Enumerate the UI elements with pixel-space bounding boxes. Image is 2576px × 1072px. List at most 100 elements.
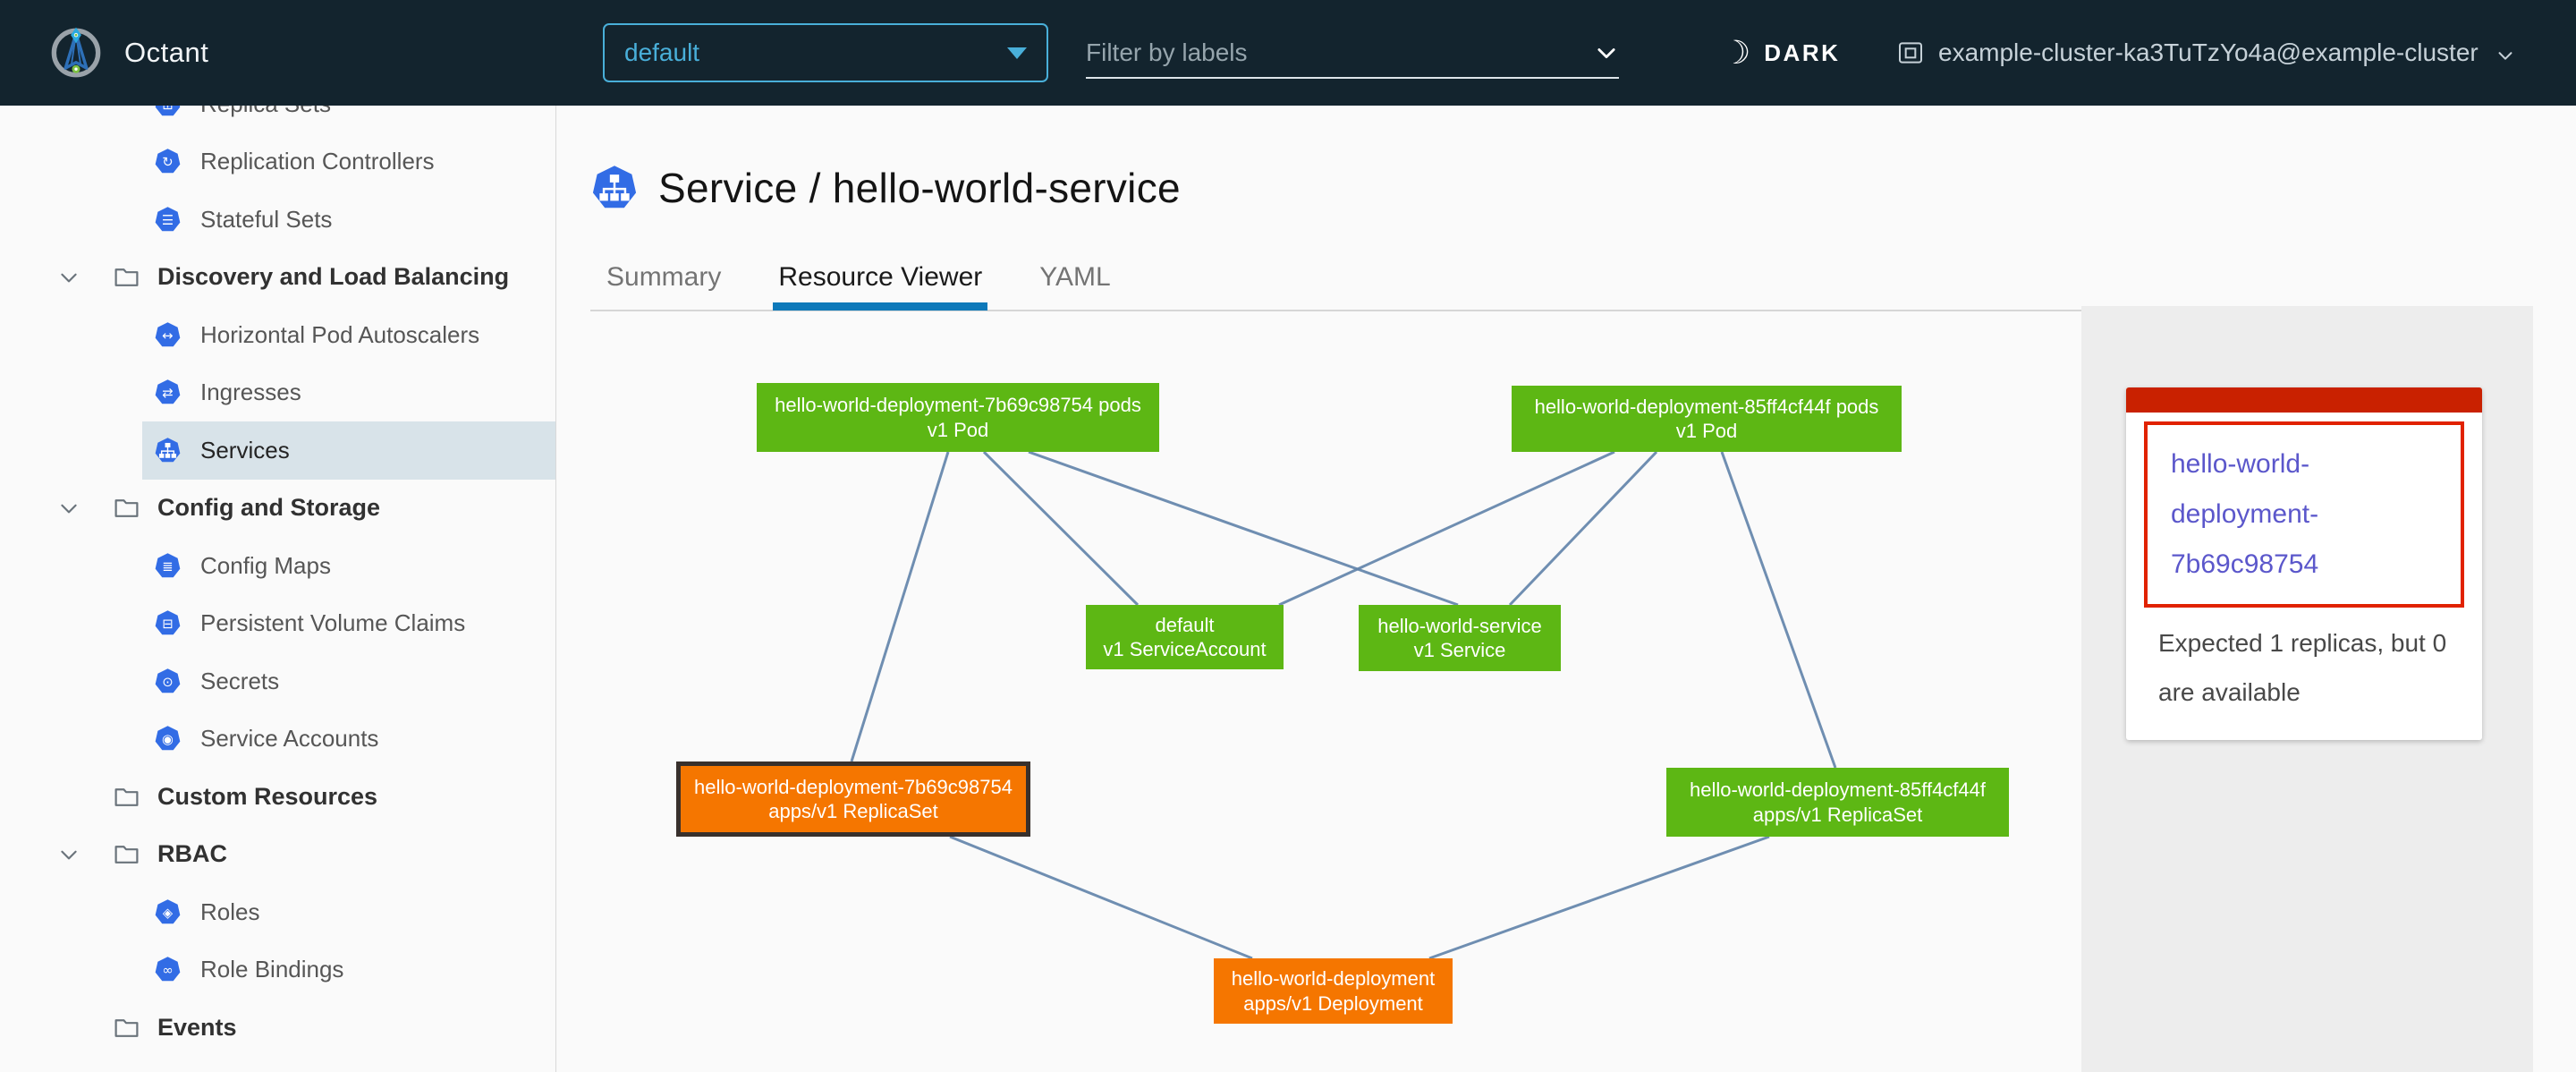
chevron-down-icon	[2496, 43, 2515, 63]
node-kind: apps/v1 ReplicaSet	[1752, 803, 1923, 826]
resource-link-box: hello-world-deployment-7b69c98754	[2144, 421, 2464, 608]
sidebar-label: RBAC	[157, 840, 227, 868]
svg-text:≣: ≣	[162, 558, 173, 574]
chevron-down-icon	[57, 1016, 80, 1039]
node-name: hello-world-deployment-7b69c98754	[694, 775, 1013, 798]
sidebar-label: Ingresses	[200, 379, 301, 406]
sidebar-item-stateful-sets[interactable]: ☰Stateful Sets	[0, 191, 555, 249]
service-icon	[154, 437, 182, 464]
svg-text:☰: ☰	[162, 212, 174, 228]
sidebar-item-roles[interactable]: ◈ Roles	[0, 883, 555, 941]
node-name: default	[1155, 613, 1215, 636]
moon-icon: ☾	[1722, 34, 1751, 71]
node-kind: v1 ServiceAccount	[1103, 638, 1267, 660]
sidebar-label: Role Bindings	[200, 956, 344, 983]
folder-icon	[113, 1014, 140, 1042]
tab-bar: Summary Resource Viewer YAML	[601, 262, 1163, 311]
node-kind: apps/v1 Deployment	[1243, 991, 1423, 1015]
svg-text:∞: ∞	[162, 962, 173, 978]
tab-yaml[interactable]: YAML	[1039, 262, 1111, 292]
cluster-selector[interactable]: example-cluster-ka3TuTzYo4a@example-clus…	[1896, 0, 2515, 106]
page-title-block: Service / hello-world-service	[590, 164, 1181, 212]
node-kind: v1 Pod	[927, 418, 989, 441]
sidebar-item-config-maps[interactable]: ≣ Config Maps	[0, 537, 555, 595]
node-kind: v1 Pod	[1675, 420, 1738, 442]
sidebar-label: Service Accounts	[200, 725, 379, 753]
rolebinding-icon: ∞	[154, 956, 182, 983]
folder-icon	[113, 494, 140, 522]
sidebar-item-services[interactable]: Services	[0, 421, 555, 480]
chevron-down-icon	[57, 785, 80, 808]
folder-icon	[113, 263, 140, 291]
node-name: hello-world-deployment	[1231, 967, 1436, 990]
sidebar-item-horizontal-pod-autoscalers[interactable]: ↔ Horizontal Pod Autoscalers	[0, 306, 555, 364]
serviceaccount-icon: ◉	[154, 725, 182, 753]
sidebar-group-events[interactable]: Events	[0, 999, 555, 1057]
chevron-down-icon[interactable]	[57, 843, 80, 866]
configmap-icon: ≣	[154, 552, 182, 580]
svg-text:↻: ↻	[162, 154, 173, 170]
svg-text:◈: ◈	[163, 905, 174, 921]
folder-icon	[113, 840, 140, 868]
chevron-down-icon[interactable]	[57, 266, 80, 289]
page-title: Service / hello-world-service	[658, 165, 1181, 211]
node-kind: apps/v1 ReplicaSet	[768, 800, 938, 822]
node-name: hello-world-deployment-85ff4cf44f	[1690, 778, 1986, 801]
sidebar-label: Roles	[200, 898, 260, 925]
sidebar-label: Secrets	[200, 667, 280, 694]
sidebar-group-discovery-and-load-balancing[interactable]: Discovery and Load Balancing	[0, 249, 555, 307]
status-card: hello-world-deployment-7b69c98754 Expect…	[2126, 387, 2482, 740]
top-navbar: Octant default Filter by labels ☾ DARK e…	[0, 0, 2576, 106]
sidebar-item-ingresses[interactable]: ⇄ Ingresses	[0, 364, 555, 422]
sidebar-label: Events	[157, 1013, 237, 1041]
node-name: hello-world-service	[1377, 614, 1542, 637]
sidebar-label: Discovery and Load Balancing	[157, 263, 510, 291]
tab-summary[interactable]: Summary	[606, 262, 722, 292]
sidebar-label: Replication Controllers	[200, 148, 435, 175]
hpa-icon: ↔	[154, 321, 182, 349]
theme-toggle-label: DARK	[1764, 38, 1841, 66]
sidebar-item-persistent-volume-claims[interactable]: ⊟Persistent Volume Claims	[0, 595, 555, 653]
statefulset-icon: ☰	[154, 206, 182, 234]
sidebar-label: Config and Storage	[157, 494, 380, 522]
sidebar-group-rbac[interactable]: RBAC	[0, 826, 555, 884]
node-kind: v1 Service	[1413, 639, 1506, 661]
sidebar-label: Config Maps	[200, 551, 331, 579]
status-message: Expected 1 replicas, but 0 are available	[2158, 629, 2447, 706]
sidebar-label: Horizontal Pod Autoscalers	[200, 320, 480, 348]
sidebar-group-config-and-storage[interactable]: Config and Storage	[0, 480, 555, 538]
chevron-down-icon[interactable]	[57, 497, 80, 520]
sidebar-group-custom-resources[interactable]: Custom Resources	[0, 768, 555, 826]
node-name: hello-world-deployment-7b69c98754 pods	[775, 394, 1141, 416]
tabs-divider	[590, 310, 2533, 311]
theme-toggle-button[interactable]: ☾ DARK	[1722, 0, 1840, 106]
sidebar-item-secrets[interactable]: ⊙Secrets	[0, 652, 555, 710]
sidebar-item-replication-controllers[interactable]: ↻ Replication Controllers	[0, 133, 555, 191]
node-name: hello-world-deployment-85ff4cf44f pods	[1534, 395, 1879, 418]
cluster-label: example-cluster-ka3TuTzYo4a@example-clus…	[1938, 38, 2479, 66]
namespace-dropdown-value: default	[624, 38, 700, 66]
svg-text:◉: ◉	[162, 731, 174, 747]
ingress-icon: ⇄	[154, 379, 182, 406]
app-title: Octant	[124, 37, 209, 68]
sidebar-item-role-bindings[interactable]: ∞ Role Bindings	[0, 941, 555, 1000]
namespace-dropdown[interactable]: default	[603, 23, 1048, 82]
dropdown-caret-icon	[1007, 47, 1027, 59]
chevron-down-icon[interactable]	[1594, 40, 1619, 65]
sidebar-item-service-accounts[interactable]: ◉ Service Accounts	[0, 710, 555, 769]
pvc-icon: ⊟	[154, 609, 182, 637]
filter-labels-input[interactable]: Filter by labels	[1086, 29, 1619, 79]
resource-link[interactable]: hello-world-deployment-7b69c98754	[2171, 449, 2319, 579]
tab-resource-viewer[interactable]: Resource Viewer	[773, 262, 988, 311]
filter-placeholder: Filter by labels	[1086, 38, 1248, 66]
svg-text:⇄: ⇄	[162, 385, 173, 401]
